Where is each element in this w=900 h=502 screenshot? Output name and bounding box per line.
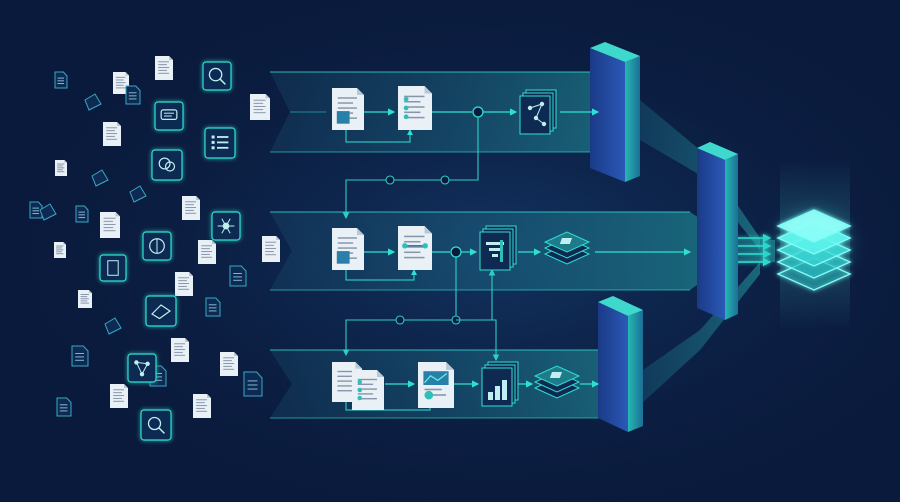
checklist-icon (204, 127, 236, 159)
mini-doc-icon (56, 397, 72, 417)
brain-icon (142, 231, 172, 261)
mini-doc-icon (205, 297, 221, 317)
document-icon (175, 272, 193, 296)
top-lane-flow (290, 106, 600, 143)
mini-doc-icon (71, 345, 89, 367)
top-pillar (590, 42, 640, 182)
link-document-icon (398, 226, 432, 270)
mini-doc-icon (54, 71, 68, 89)
bottom-pillar (598, 296, 643, 432)
search-chart-icon (202, 61, 232, 91)
document-icon (99, 254, 127, 282)
document-icon (103, 122, 121, 146)
pipeline-icons (332, 86, 591, 410)
bar-chart-stack-icon (479, 225, 517, 271)
flow-node (472, 106, 484, 118)
document-icon (198, 240, 216, 264)
middle-pillar (697, 142, 738, 320)
bar-chart-stack-icon (481, 361, 519, 407)
document-icon (250, 94, 270, 120)
chart-document-icon (418, 362, 454, 408)
document-icon (155, 56, 173, 80)
chat-bubble-icon (151, 149, 183, 181)
mini-doc-icon (125, 85, 141, 105)
document-icon (171, 338, 189, 362)
document-icon (262, 236, 280, 262)
mini-doc-icon (75, 205, 89, 223)
document-icon (220, 352, 238, 376)
mini-doc-icon (229, 265, 247, 287)
cross-lane-connectors (342, 112, 500, 362)
flow-node (450, 246, 462, 258)
middle-lane-flow (345, 246, 692, 281)
paper-shard (129, 185, 147, 203)
layer-stack-icon (533, 365, 581, 399)
paper-shard (39, 203, 57, 221)
checklist-document-icon (398, 86, 432, 130)
mini-doc-icon (243, 371, 263, 397)
pillars (590, 42, 738, 432)
document-icon (193, 394, 211, 418)
chat-bubble-icon (154, 101, 184, 131)
checklist-document-icon (352, 370, 384, 410)
paper-shard (104, 317, 122, 335)
network-stack-icon (519, 89, 557, 135)
document-icon (110, 384, 128, 408)
document-icon (332, 228, 364, 270)
gear-network-icon (211, 211, 241, 241)
document-icon (78, 290, 92, 308)
scattered-input-icons (29, 56, 280, 441)
document-icon (332, 88, 364, 130)
document-icon (54, 242, 66, 258)
paper-shard (91, 169, 109, 187)
layer-stack-icon (543, 231, 591, 265)
bird-icon (145, 295, 177, 327)
document-icon (182, 196, 200, 220)
molecule-icon (127, 353, 157, 383)
document-icon (55, 160, 67, 176)
document-icon (100, 212, 120, 238)
paper-shard (84, 93, 102, 111)
glowing-layer-stack-icon (759, 160, 869, 330)
magnify-icon (140, 409, 172, 441)
